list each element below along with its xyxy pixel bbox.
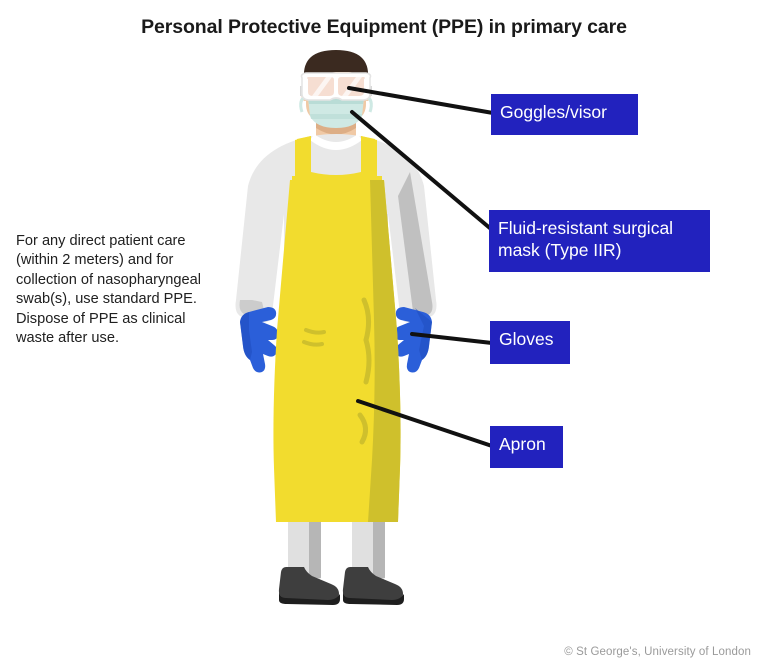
goggles [300, 72, 372, 101]
shoes-group [278, 567, 404, 605]
leader-lines [347, 86, 495, 448]
apron-group [273, 136, 401, 522]
leader-line-apron [356, 399, 494, 448]
leader-line-gloves [410, 332, 494, 345]
callout-apron[interactable]: Apron [490, 426, 563, 468]
leader-line-goggles [347, 86, 495, 115]
guidance-note: For any direct patient care (within 2 me… [16, 233, 201, 347]
callout-goggles-visor[interactable]: Goggles/visor [491, 94, 638, 135]
leader-line-mask [350, 110, 493, 231]
callout-gloves[interactable]: Gloves [490, 321, 570, 364]
copyright-credit: © St George's, University of London [564, 646, 751, 658]
surgical-mask [299, 94, 373, 128]
page-title: Personal Protective Equipment (PPE) in p… [141, 16, 627, 38]
callout-fluid-resistant-surgical-mask[interactable]: Fluid-resistant surgical mask (Type IIR) [489, 210, 710, 272]
